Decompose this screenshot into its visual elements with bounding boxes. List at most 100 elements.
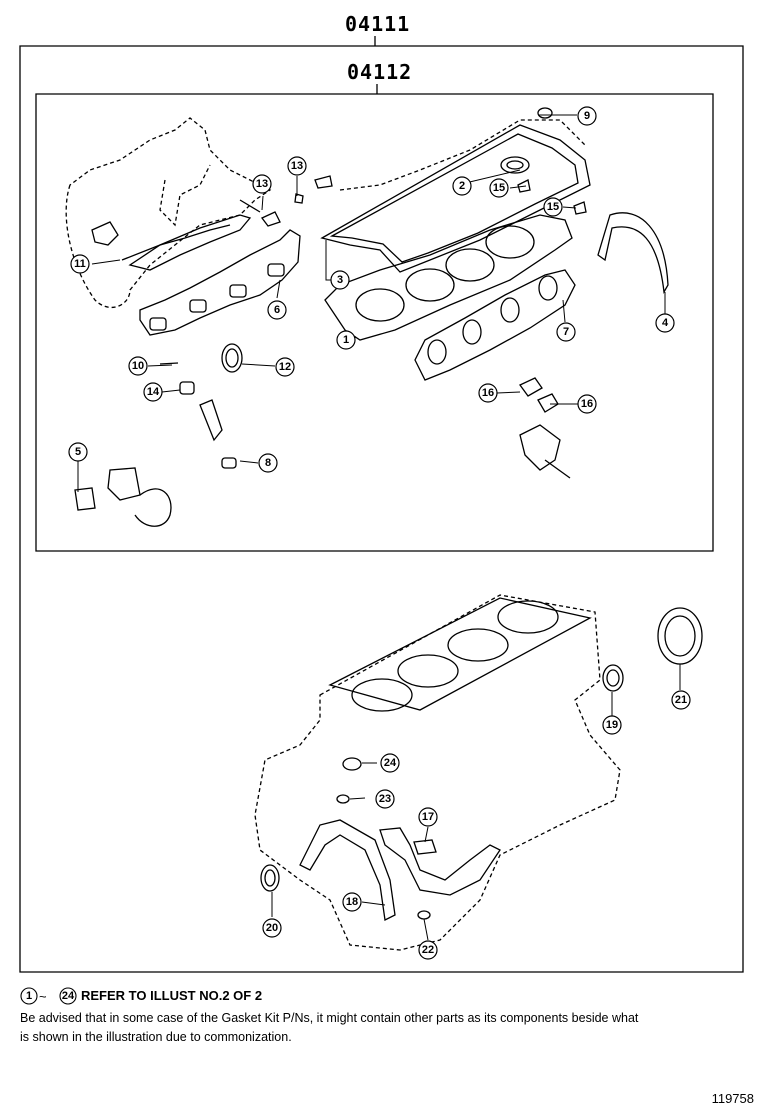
svg-text:18: 18 — [346, 896, 358, 908]
svg-text:24: 24 — [62, 990, 75, 1002]
water-outlet-gasket — [107, 467, 141, 501]
oil-seal-19-inner — [606, 669, 620, 687]
exhaust-port — [500, 297, 520, 323]
manifold-port — [189, 299, 207, 313]
svg-text:20: 20 — [266, 922, 278, 934]
svg-text:4: 4 — [662, 317, 669, 329]
svg-text:23: 23 — [379, 793, 391, 805]
cylinder-bore — [447, 628, 509, 662]
head-gasket-bore — [405, 268, 455, 302]
plug-22 — [417, 910, 431, 920]
exhaust-port — [538, 275, 558, 301]
refer-note: REFER TO ILLUST NO.2 OF 2 — [20, 988, 740, 1003]
commonization-note: Be advised that in some case of the Gask… — [20, 1011, 639, 1044]
engine-block-outline — [254, 594, 621, 951]
seal-16 — [519, 377, 543, 397]
svg-text:12: 12 — [279, 361, 291, 373]
callout-11: 11 — [70, 254, 90, 274]
pipe-gasket-line — [544, 459, 571, 479]
svg-text:~: ~ — [39, 989, 47, 1004]
block-deck — [328, 597, 592, 711]
manifold-port — [149, 317, 167, 331]
grommet-15 — [517, 179, 531, 193]
callout-9: 9 — [577, 106, 597, 126]
o-ring-10 — [159, 362, 179, 365]
svg-text:13: 13 — [256, 178, 268, 190]
timing-cover-gasket-4 — [597, 212, 669, 295]
seal-20 — [260, 864, 280, 892]
callout-15-lower: 15 — [543, 197, 563, 217]
callout-15-upper: 15 — [489, 178, 509, 198]
svg-text:15: 15 — [493, 182, 505, 194]
svg-text:6: 6 — [274, 304, 280, 316]
callout-20: 20 — [262, 918, 282, 938]
callout-24: 24 — [380, 753, 400, 773]
callout-4: 4 — [655, 313, 675, 333]
callout-8: 8 — [258, 453, 278, 473]
head-outline-dashed — [339, 119, 586, 191]
head-gasket-bore — [445, 248, 495, 282]
callout-6: 6 — [267, 300, 287, 320]
svg-text:15: 15 — [547, 201, 559, 213]
manifold-port — [229, 284, 247, 298]
svg-text:8: 8 — [265, 457, 271, 469]
exhaust-gasket-7 — [414, 269, 576, 381]
callout-22: 22 — [418, 940, 438, 960]
cylinder-bore — [351, 678, 413, 712]
callout-13-upper: 13 — [252, 174, 272, 194]
callout-13-lower: 13 — [287, 156, 307, 176]
svg-text:1: 1 — [343, 334, 349, 346]
head-gasket-bore — [485, 225, 535, 259]
exhaust-port — [427, 339, 447, 365]
svg-text:24: 24 — [384, 757, 397, 769]
svg-text:21: 21 — [675, 694, 687, 706]
intake-runner-outline — [159, 164, 211, 227]
bolt-head — [314, 175, 333, 189]
svg-text:14: 14 — [147, 386, 160, 398]
seal-20-inner — [264, 869, 276, 887]
callout-19: 19 — [602, 715, 622, 735]
svg-text:7: 7 — [563, 326, 569, 338]
seal-17 — [413, 839, 437, 855]
plug-8 — [221, 457, 237, 469]
callout-12: 12 — [275, 357, 295, 377]
callout-23: 23 — [375, 789, 395, 809]
oil-seal-2-inner — [506, 160, 524, 170]
callout-16-right: 16 — [577, 394, 597, 414]
o-ring-24 — [342, 757, 362, 771]
svg-text:11: 11 — [74, 258, 86, 270]
bracket-gasket-line — [121, 224, 231, 261]
callout-21: 21 — [671, 690, 691, 710]
callout-17: 17 — [418, 807, 438, 827]
oil-pump-gasket — [379, 827, 501, 896]
outer-kit-bracket — [19, 36, 744, 973]
svg-text:17: 17 — [422, 811, 434, 823]
head-gasket-bore — [355, 288, 405, 322]
notes-section: REFER TO ILLUST NO.2 OF 2 Be advised tha… — [20, 988, 740, 1047]
oil-seal-19 — [602, 664, 624, 692]
svg-text:5: 5 — [75, 446, 81, 458]
exhaust-port — [462, 319, 482, 345]
intake-manifold-outline — [65, 117, 272, 309]
head-cover-gasket-3 — [320, 124, 591, 273]
callout-18: 18 — [342, 892, 362, 912]
illustration-number: 119758 — [711, 1091, 754, 1106]
callout-5: 5 — [68, 442, 88, 462]
head-cover-gasket-inner — [329, 133, 579, 263]
svg-text:1: 1 — [26, 990, 32, 1002]
refer-text: REFER TO ILLUST NO.2 OF 2 — [81, 988, 263, 1003]
svg-text:3: 3 — [337, 274, 343, 286]
cylinder-bore — [397, 654, 459, 688]
svg-text:13: 13 — [291, 160, 303, 172]
water-pipe — [134, 488, 172, 527]
head-gasket-1 — [324, 214, 573, 341]
o-ring-12 — [221, 343, 243, 373]
callout-14: 14 — [143, 382, 163, 402]
svg-text:22: 22 — [422, 944, 434, 956]
svg-text:9: 9 — [584, 110, 590, 122]
o-ring-12-inner — [225, 348, 239, 368]
manifold-gasket-6 — [139, 229, 301, 336]
injector-body — [199, 399, 223, 442]
seal-retainer-gasket-18 — [299, 819, 396, 921]
